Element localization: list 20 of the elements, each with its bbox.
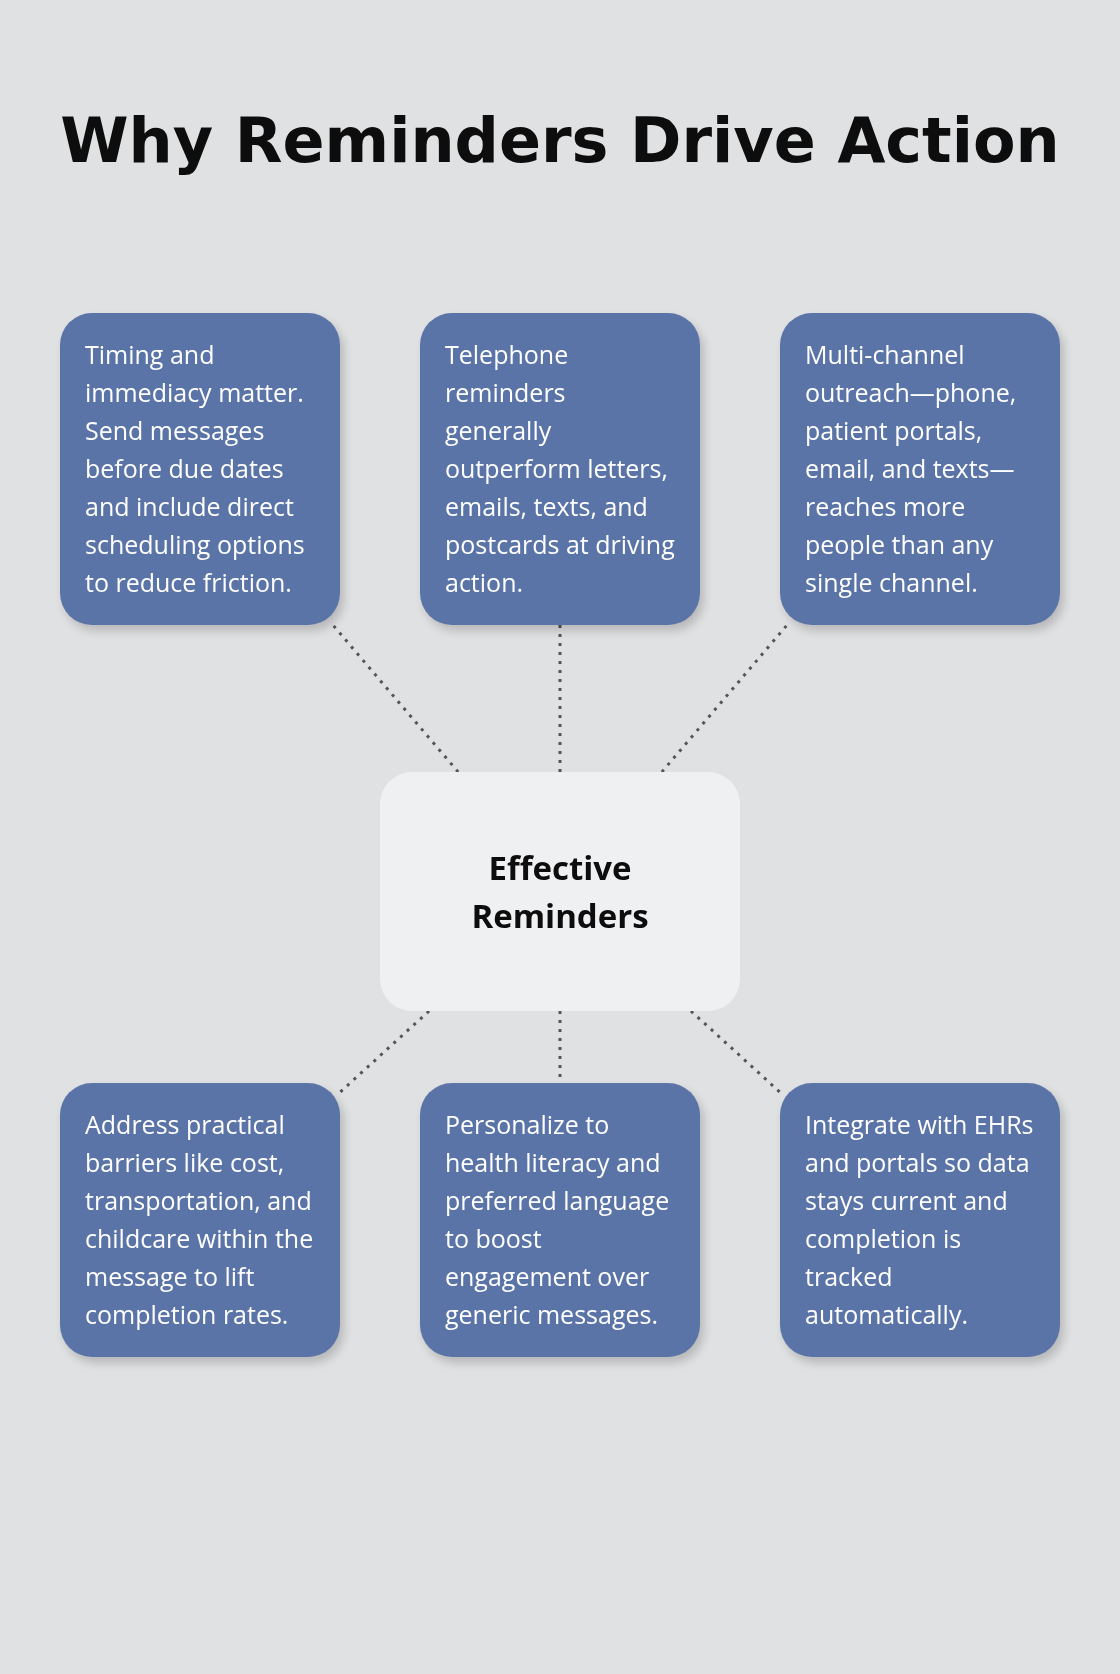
- central-topic-box: [380, 772, 740, 1011]
- topic-text: Effective Reminders: [470, 843, 650, 940]
- dotted-connector: [558, 625, 562, 772]
- tip-card: [60, 313, 340, 625]
- tip-card: [420, 1083, 700, 1357]
- tip-text: Telephone reminders generally outperform letters, emails, texts, and postcards at driving action.: [445, 336, 676, 601]
- tip-card: [420, 313, 700, 625]
- dotted-connector: [339, 1009, 431, 1094]
- tip-text: Address practical barriers like cost, transportation, and childcare within the message to lift completion rates.: [85, 1106, 315, 1333]
- tip-card: [780, 1083, 1060, 1357]
- tip-card: [60, 1083, 340, 1357]
- tip-text: Timing and immediacy matter. Send messages before due dates and include direct scheduling options to reduce friction.: [85, 336, 306, 601]
- dotted-connector: [689, 1009, 781, 1094]
- tip-text: Personalize to health literacy and preferred language to boost engagement over generic messages.: [445, 1106, 671, 1333]
- dotted-connector: [331, 624, 460, 773]
- tip-card: [780, 313, 1060, 625]
- tip-text: Integrate with EHRs and portals so data stays current and completion is tracked automatically.: [805, 1106, 1035, 1333]
- title: Why Reminders Drive Action: [59, 104, 1061, 177]
- tip-text: Multi-channel outreach—phone, patient portals, email, and texts—reaches more people than any single channel.: [805, 336, 1018, 601]
- dotted-connector: [660, 624, 789, 773]
